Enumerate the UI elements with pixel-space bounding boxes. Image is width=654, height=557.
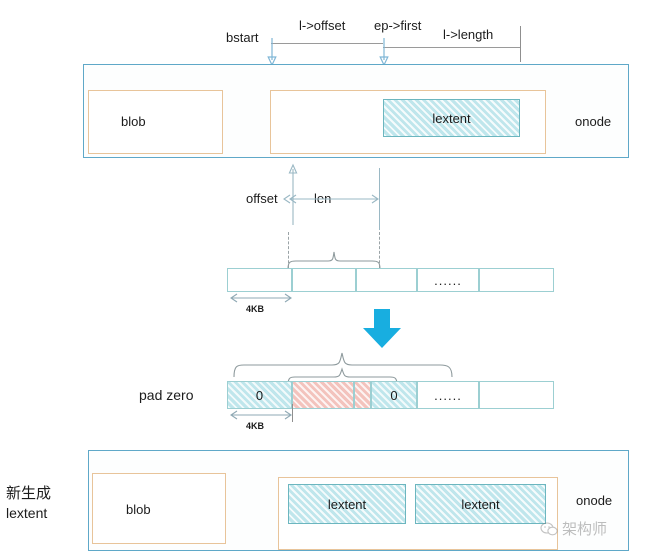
- top-lextent-box: lextent: [383, 99, 520, 137]
- offset-left-arrow-icon: [283, 194, 291, 204]
- pad-bar-cell-ellipsis: ......: [417, 381, 479, 409]
- mid-4kb-label: 4KB: [246, 304, 265, 314]
- mid-bar-cell: [356, 268, 417, 292]
- new-lextent-label-line1: 新生成: [6, 485, 52, 502]
- bottom-lextent-box-2: lextent: [415, 484, 546, 524]
- mid-bar-brace: [287, 251, 381, 270]
- mid-4kb-measure-arrow-icon: [230, 293, 292, 303]
- watermark-text: 架构师: [562, 521, 608, 538]
- watermark: 架构师: [540, 518, 607, 539]
- pad-zero-cell-leading: 0: [227, 381, 292, 409]
- pad-outer-brace: [233, 352, 453, 378]
- label-bstart: bstart: [226, 30, 259, 45]
- arrow-down-icon: [363, 309, 401, 348]
- mid-bar-ellipsis-text: ......: [434, 272, 462, 288]
- top-lextent-label: lextent: [432, 110, 471, 126]
- new-lextent-side-label: 新生成 lextent: [6, 484, 51, 523]
- l-length-span-line: [383, 47, 520, 48]
- pad-4kb-label: 4KB: [246, 421, 265, 431]
- bottom-onode-label: onode: [576, 493, 613, 508]
- bottom-blob-box: [92, 473, 226, 544]
- new-lextent-label-line2: lextent: [6, 505, 48, 522]
- wechat-logo-icon: [540, 521, 558, 535]
- label-ep-first: ep->first: [374, 18, 422, 33]
- label-offset: offset: [246, 191, 278, 206]
- pad-data-cell: [292, 381, 354, 409]
- pad-4kb-measure-arrow-icon: [230, 410, 292, 420]
- bstart-arrow-icon: [267, 38, 277, 67]
- ep-first-arrow-icon: [379, 38, 389, 67]
- top-onode-label: onode: [575, 114, 612, 129]
- len-right-tick: [379, 168, 380, 230]
- l-offset-span-line: [271, 43, 383, 44]
- pad-data-cell: [354, 381, 371, 409]
- bottom-blob-label: blob: [126, 502, 151, 517]
- pad-zero-row-label: pad zero: [139, 387, 194, 403]
- mid-bar-cell: [292, 268, 356, 292]
- pad-inner-brace: [287, 367, 398, 386]
- mid-bar-cell: [227, 268, 292, 292]
- pad-bar-ellipsis-text: ......: [434, 387, 462, 403]
- label-l-offset: l->offset: [299, 18, 346, 33]
- pad-zero-cell-text: 0: [255, 387, 264, 403]
- pad-zero-cell-text: 0: [390, 387, 398, 403]
- pad-4kb-right-tick: [292, 404, 293, 422]
- guide-dash-left: [288, 232, 289, 268]
- guide-dash-right: [379, 232, 380, 268]
- pad-zero-bar: 0 0 ......: [227, 381, 554, 409]
- top-blob-label: blob: [121, 114, 146, 129]
- top-blob-box: [88, 90, 223, 154]
- pad-bar-cell: [479, 381, 554, 409]
- pad-zero-cell-trailing: 0: [371, 381, 417, 409]
- bottom-lextent-box-1: lextent: [288, 484, 406, 524]
- len-span-arrow-icon: [289, 194, 379, 204]
- l-length-end-tick: [520, 26, 521, 62]
- bottom-lextent-label-2: lextent: [461, 496, 500, 512]
- mid-bar-cell: [479, 268, 554, 292]
- bottom-lextent-label-1: lextent: [327, 496, 367, 512]
- mid-bar-cell-ellipsis: ......: [417, 268, 479, 292]
- mid-bar: ......: [227, 268, 554, 292]
- label-l-length: l->length: [443, 27, 494, 42]
